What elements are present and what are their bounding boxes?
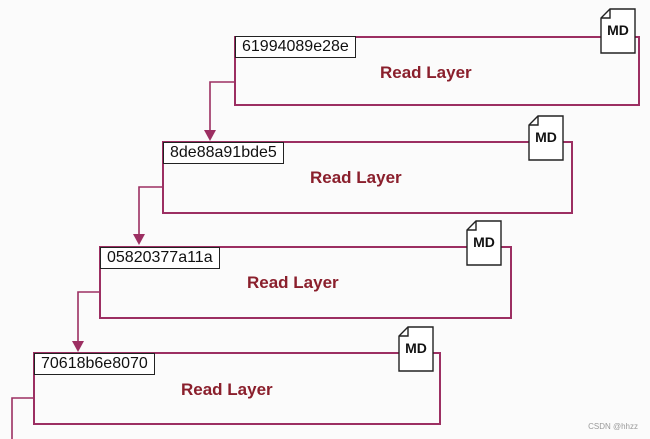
arrowhead-4 (72, 341, 84, 352)
layer-title-1: Read Layer (380, 63, 472, 82)
layer-id-label-3: 05820377a11a (100, 247, 220, 269)
md-document-icon: MD (398, 326, 434, 372)
md-label: MD (535, 129, 557, 145)
arrowhead-3 (133, 234, 145, 245)
layer-id-label-2: 8de88a91bde5 (163, 142, 284, 164)
layer-id-label-1: 61994089e28e (235, 36, 356, 58)
layer-box-3 (99, 246, 512, 319)
md-label: MD (607, 22, 629, 38)
md-label: MD (473, 234, 495, 250)
layer-title-3: Read Layer (247, 273, 339, 292)
md-label: MD (405, 340, 427, 356)
md-document-icon: MD (466, 220, 502, 266)
arrowhead-2 (204, 130, 216, 141)
layer-id-label-4: 70618b6e8070 (34, 353, 155, 375)
md-document-icon: MD (600, 8, 636, 54)
layer-title-4: Read Layer (181, 380, 273, 399)
watermark: CSDN @hhzz (588, 422, 638, 431)
md-document-icon: MD (528, 115, 564, 161)
layer-title-2: Read Layer (310, 168, 402, 187)
